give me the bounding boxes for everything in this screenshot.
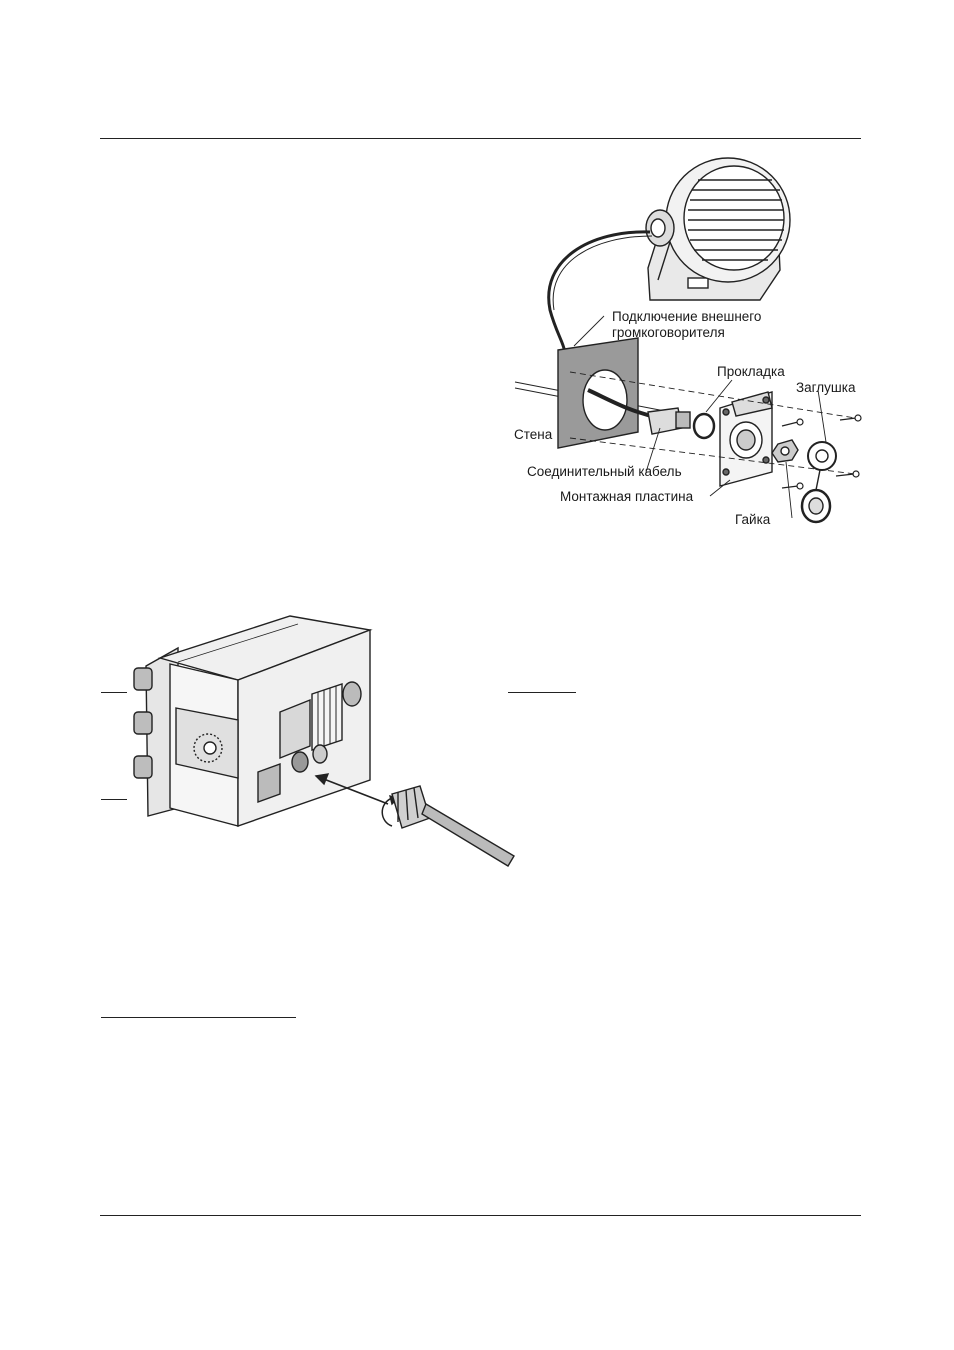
callout-mark-top xyxy=(101,692,127,693)
label-external-speaker-1: Подключение внешнего xyxy=(612,309,762,324)
label-external-speaker-2: громкоговорителя xyxy=(612,325,725,340)
radio-rear-connector-diagram xyxy=(133,615,515,867)
label-wall: Стена xyxy=(514,427,553,442)
label-plug: Заглушка xyxy=(796,380,856,395)
heading-underline-right xyxy=(508,692,576,693)
label-gasket: Прокладка xyxy=(717,364,785,379)
heading-underline-section xyxy=(101,1017,296,1018)
speaker-mount-diagram xyxy=(514,157,862,524)
footer-rule xyxy=(100,1215,861,1216)
header-rule xyxy=(100,138,861,139)
label-connection-cable: Соединительный кабель xyxy=(527,464,682,479)
label-nut: Гайка xyxy=(735,512,771,527)
label-mounting-plate: Монтажная пластина xyxy=(560,489,694,504)
callout-mark-bottom xyxy=(101,799,127,800)
